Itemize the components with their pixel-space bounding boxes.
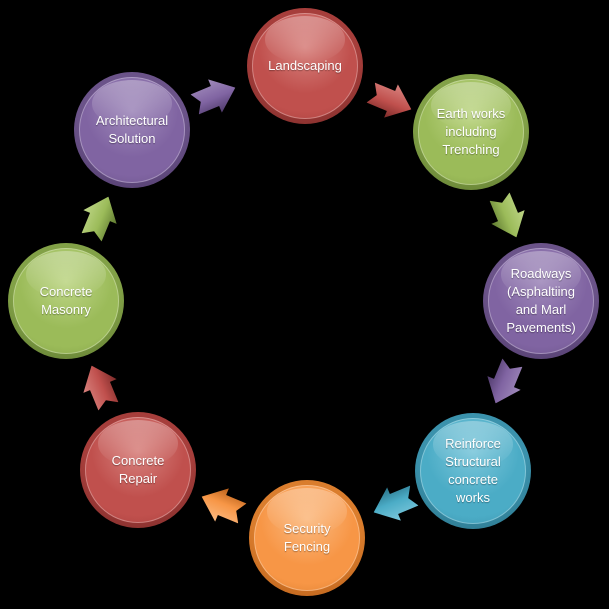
cycle-node-surface: Concrete Repair	[85, 417, 191, 523]
cycle-arrow-landscaping-to-earth-works	[364, 76, 418, 126]
cycle-node-label: Earth works including Trenching	[436, 105, 506, 158]
cycle-node-label: Landscaping	[268, 57, 342, 73]
cycle-node-surface: Earth works including Trenching	[418, 79, 524, 185]
arrow-icon	[75, 359, 125, 413]
arrow-icon	[367, 479, 421, 529]
cycle-node-surface: Roadways (Asphaltiing and Marl Pavements…	[488, 248, 594, 354]
cycle-node-roadways: Roadways (Asphaltiing and Marl Pavements…	[483, 243, 599, 359]
cycle-node-concrete-masonry: Concrete Masonry	[8, 243, 124, 359]
cycle-node-security-fencing: Security Fencing	[249, 480, 365, 596]
cycle-node-surface: Concrete Masonry	[13, 248, 119, 354]
cycle-node-label: Concrete Repair	[111, 452, 165, 486]
arrow-icon	[195, 480, 249, 530]
cycle-arrow-concrete-masonry-to-architectural-solution	[75, 190, 125, 244]
cycle-node-surface: Architectural Solution	[79, 77, 185, 183]
cycle-arrow-earth-works-to-roadways	[483, 190, 533, 244]
cycle-node-label: Security Fencing	[283, 520, 331, 554]
arrow-icon	[364, 76, 418, 126]
cycle-node-earth-works: Earth works including Trenching	[413, 74, 529, 190]
arrow-icon	[188, 71, 242, 121]
cycle-node-reinforce-structural: Reinforce Structural concrete works	[415, 413, 531, 529]
cycle-node-surface: Landscaping	[252, 13, 358, 119]
cycle-arrow-reinforce-structural-to-security-fencing	[367, 479, 421, 529]
cycle-node-surface: Security Fencing	[254, 485, 360, 591]
cycle-node-landscaping: Landscaping	[247, 8, 363, 124]
cycle-node-surface: Reinforce Structural concrete works	[420, 418, 526, 524]
arrow-icon	[75, 190, 125, 244]
cycle-node-concrete-repair: Concrete Repair	[80, 412, 196, 528]
cycle-arrow-concrete-repair-to-concrete-masonry	[75, 359, 125, 413]
cycle-node-architectural-solution: Architectural Solution	[74, 72, 190, 188]
arrow-icon	[479, 356, 529, 410]
cycle-node-label: Reinforce Structural concrete works	[445, 435, 501, 506]
cycle-node-label: Roadways (Asphaltiing and Marl Pavements…	[506, 265, 576, 336]
cycle-arrow-security-fencing-to-concrete-repair	[195, 480, 249, 530]
cycle-arrow-roadways-to-reinforce-structural	[479, 356, 529, 410]
arrow-icon	[483, 190, 533, 244]
cycle-arrow-architectural-solution-to-landscaping	[188, 71, 242, 121]
cycle-node-label: Concrete Masonry	[39, 283, 93, 317]
cycle-node-label: Architectural Solution	[95, 112, 169, 146]
